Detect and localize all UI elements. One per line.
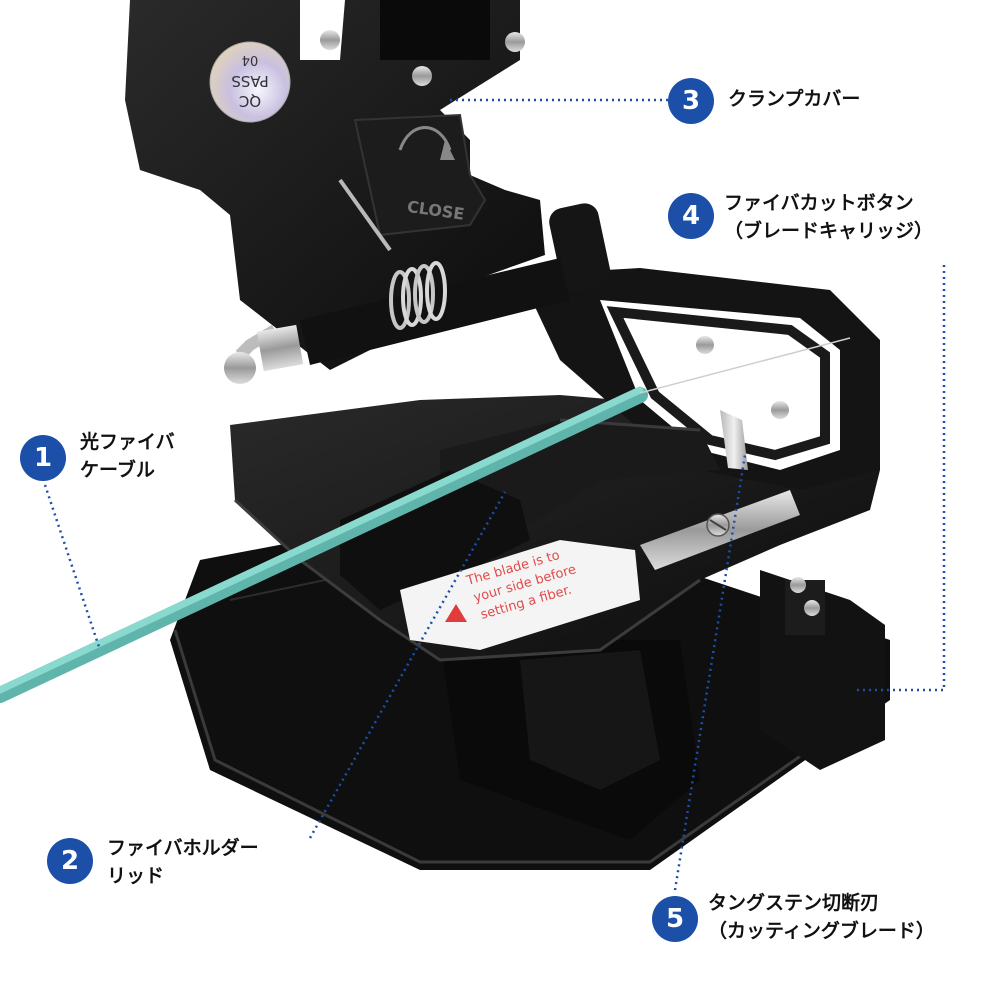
callout-4: 4 ファイバカットボタン （ブレードキャリッジ） xyxy=(668,192,934,245)
callout-text: クランプカバー xyxy=(728,88,861,110)
callout-badge: 1 xyxy=(20,435,66,481)
qc-pass-sticker: QC PASS 04 xyxy=(209,41,291,123)
warning-label: The blade is to your side before setting… xyxy=(400,540,640,650)
svg-text:04: 04 xyxy=(242,52,259,67)
callout-1: 1 光ファイバ ケーブル xyxy=(20,431,175,484)
callout-badge: 2 xyxy=(47,838,93,884)
callout-badge: 5 xyxy=(652,896,698,942)
callout-5: 5 タングステン切断刃 （カッティングブレード） xyxy=(652,892,935,945)
tungsten-blade xyxy=(640,410,800,570)
callout-2: 2 ファイバホルダー リッド xyxy=(47,837,259,890)
callout-text: 光ファイバ ケーブル xyxy=(80,431,175,481)
callout-badge: 3 xyxy=(668,78,714,124)
hinge-assembly xyxy=(224,203,611,384)
leader-1 xyxy=(43,484,102,651)
callout-badge: 4 xyxy=(668,193,714,239)
callout-text: ファイバカットボタン （ブレードキャリッジ） xyxy=(724,192,934,242)
spring xyxy=(389,261,447,330)
rear-frame xyxy=(520,268,880,490)
svg-text:PASS: PASS xyxy=(231,72,268,90)
leader-lines xyxy=(43,98,946,891)
fiber-cable xyxy=(0,337,851,703)
callout-text: ファイバホルダー リッド xyxy=(107,837,259,887)
callout-text: タングステン切断刃 （カッティングブレード） xyxy=(708,892,935,942)
leader-5 xyxy=(673,454,747,891)
svg-text:QC: QC xyxy=(239,92,261,110)
callout-3: 3 クランプカバー xyxy=(668,78,860,124)
support-block xyxy=(440,640,700,840)
leader-2 xyxy=(308,491,507,839)
blade-carriage xyxy=(760,570,885,770)
